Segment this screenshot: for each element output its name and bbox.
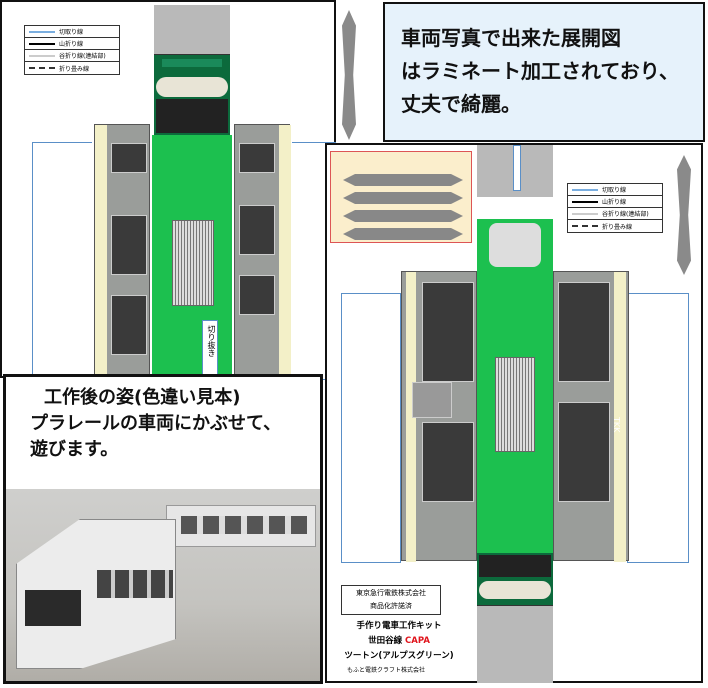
license-line: 東京急行電鉄株式会社	[356, 589, 426, 597]
roof-vent	[495, 357, 535, 452]
legend-fold: 折り畳み線	[602, 223, 633, 231]
left-side-panel	[401, 271, 477, 562]
legend-cut: 切取り線	[59, 29, 84, 36]
side-mark: TKK	[612, 417, 621, 433]
direction-arrow	[342, 10, 356, 140]
train-model-rear	[166, 505, 316, 547]
legend: 切取り線 山折り線 谷折り線(連結部) 折り畳み線	[24, 25, 120, 75]
callout-line: 丈夫で綺麗。	[401, 92, 521, 116]
front-face	[477, 553, 553, 605]
brand-name: CAPA	[405, 636, 430, 646]
callout-line: はラミネート加工されており、	[401, 59, 679, 83]
roof-strip	[154, 5, 230, 55]
callout-line: 車両写真で出来た展開図	[401, 26, 621, 50]
feature-callout: 車両写真で出来た展開図 はラミネート加工されており、 丈夫で綺麗。	[383, 2, 705, 142]
product-title: 手作り電車工作キット 世田谷線 CAPA ツートン(アルプスグリーン)	[329, 619, 469, 664]
legend-valley: 谷折り線(連結部)	[59, 53, 106, 60]
legend: 切取り線 山折り線 谷折り線(連結部) 折り畳み線	[567, 183, 663, 233]
left-template-sheet: 切取り線 山折り線 谷折り線(連結部) 折り畳み線 切り抜き	[0, 0, 336, 381]
train-model-front	[16, 519, 176, 669]
product-line: 手作り電車工作キット	[356, 621, 442, 631]
instruction-box	[330, 151, 472, 243]
product-line: ツートン(アルプスグリーン)	[344, 651, 454, 661]
legend-valley: 谷折り線(連結部)	[602, 211, 649, 218]
roof-vent	[172, 220, 214, 306]
license-line: 商品化許諾済	[370, 602, 412, 610]
cut-tab-label: 切り抜き	[207, 325, 216, 357]
right-template-sheet: 切取り線 山折り線 谷折り線(連結部) 折り畳み線 TKK 東京急行電鉄株式会社…	[325, 143, 703, 683]
license-box: 東京急行電鉄株式会社 商品化許諾済	[341, 585, 441, 615]
direction-arrow	[677, 155, 691, 275]
maker-name: もふと電鉄クラフト株式会社	[347, 667, 426, 674]
cut-tab[interactable]: 切り抜き	[202, 320, 218, 378]
sample-photo	[6, 489, 320, 681]
callout-line: 遊びます。	[30, 439, 119, 460]
right-side-panel	[234, 124, 291, 381]
callout-line: プラレールの車両にかぶせて、	[30, 413, 282, 434]
rear-face	[477, 219, 553, 271]
front-face	[154, 55, 230, 135]
callout-line: 工作後の姿(色違い見本)	[44, 387, 241, 408]
left-side-panel	[94, 124, 150, 381]
legend-mountain: 山折り線	[602, 199, 627, 206]
legend-mountain: 山折り線	[59, 41, 84, 48]
product-line: 世田谷線	[368, 636, 406, 646]
finished-sample-box: 工作後の姿(色違い見本) プラレールの車両にかぶせて、 遊びます。	[3, 374, 323, 684]
legend-cut: 切取り線	[602, 187, 627, 194]
sample-callout: 工作後の姿(色違い見本) プラレールの車両にかぶせて、 遊びます。	[6, 385, 320, 463]
roof-strip-bottom	[477, 605, 553, 683]
side-tab	[32, 142, 92, 380]
side-tab	[627, 293, 689, 563]
side-tab	[341, 293, 401, 563]
right-side-panel: TKK	[553, 271, 629, 562]
legend-fold: 折り畳み線	[59, 65, 90, 73]
